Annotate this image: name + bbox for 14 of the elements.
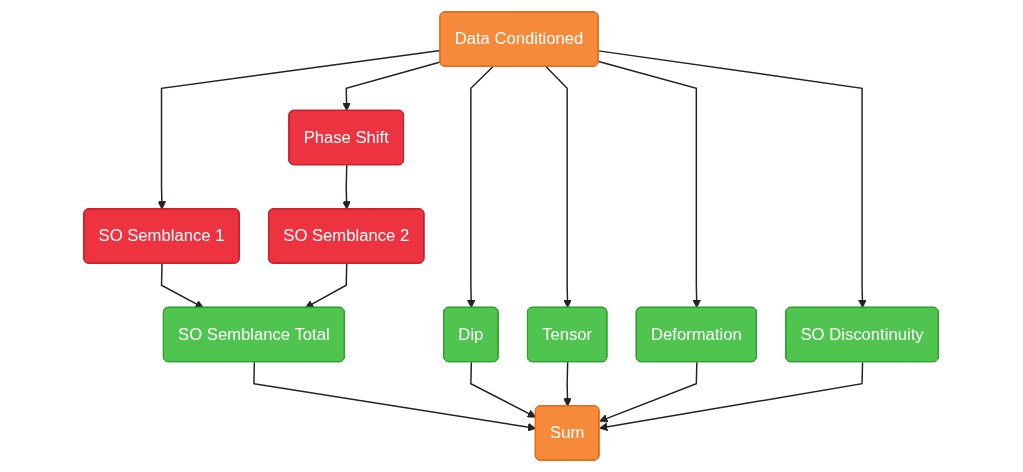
arrow: [253, 361, 537, 432]
arrow: [305, 262, 348, 309]
arrow: [157, 49, 442, 210]
arrow: [470, 361, 537, 418]
arrow: [563, 361, 573, 407]
arrow: [598, 60, 702, 309]
arrow: [599, 361, 698, 423]
arrow: [342, 164, 352, 210]
arrow: [161, 262, 205, 309]
arrow: [467, 65, 495, 309]
arrow: [598, 50, 868, 309]
arrow: [599, 361, 864, 432]
arrow: [342, 61, 442, 112]
arrow: [545, 65, 573, 309]
